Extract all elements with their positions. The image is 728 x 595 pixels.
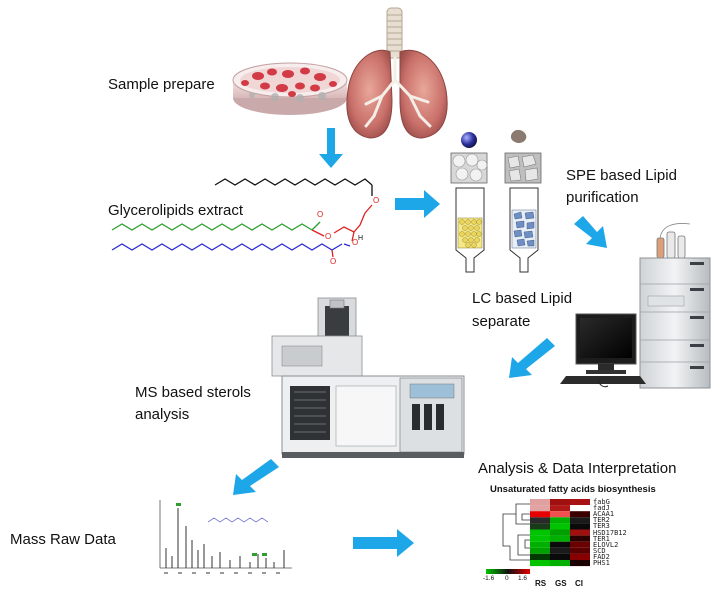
glycerolipid-structure: O O O O H O	[111, 178, 379, 266]
heatmap-cell	[570, 560, 590, 567]
label-lc-line1: LC based Lipid	[472, 290, 573, 307]
label-ms-line1: MS based sterols	[135, 384, 251, 401]
svg-text:O: O	[325, 232, 331, 241]
heatmap-cell	[550, 511, 570, 518]
scale-max-label: 1.6	[518, 575, 528, 582]
heatmap-gene-label: ACAA1	[593, 510, 615, 519]
heatmap-cell	[550, 529, 570, 536]
heatmap-cell	[570, 499, 590, 506]
heatmap-cell	[570, 505, 590, 512]
heatmap-cell	[550, 505, 570, 512]
heatmap-cell	[550, 499, 570, 506]
heatmap-cell	[550, 553, 570, 560]
svg-text:H: H	[358, 235, 363, 242]
ms-instrument-icon	[271, 297, 465, 458]
lungs-icon	[346, 7, 448, 139]
heatmap-cell	[550, 517, 570, 524]
heatmap-cell	[530, 541, 550, 548]
svg-text:O: O	[373, 196, 379, 205]
heatmap-cell	[570, 529, 590, 536]
heatmap-title: Unsaturated fatty acids biosynthesis	[490, 484, 656, 495]
heatmap-cell	[570, 547, 590, 554]
scale-min-label: -1.6	[483, 575, 495, 582]
heatmap-cell	[550, 560, 570, 567]
svg-text:O: O	[330, 257, 336, 266]
arrow-right-1	[395, 190, 440, 218]
arrow-right-2	[353, 529, 414, 557]
heatmap-cell	[550, 547, 570, 554]
heatmap-cell	[570, 553, 590, 560]
heatmap-cell	[550, 523, 570, 530]
heatmap-grid	[530, 499, 590, 567]
arrow-down-left-2	[233, 459, 279, 495]
heatmap-cell	[530, 499, 550, 506]
heatmap-cell	[550, 535, 570, 542]
heatmap-gene-label: fabG	[593, 498, 610, 506]
heatmap-gene-label: FAD2	[593, 552, 610, 561]
heatmap-cell	[530, 511, 550, 518]
heatmap-cell	[550, 541, 570, 548]
heatmap-cell	[530, 517, 550, 524]
arrow-down-right	[574, 216, 607, 248]
heatmap-cell	[530, 547, 550, 554]
heatmap-cell	[530, 553, 550, 560]
computer-icon	[560, 313, 646, 388]
heatmap-column-rs: RS	[535, 579, 547, 588]
heatmap-gene-label: SCD	[593, 546, 606, 555]
label-spe-line2: purification	[566, 189, 639, 206]
label-ms-line2: analysis	[135, 406, 190, 423]
label-spe-line1: SPE based Lipid	[566, 167, 677, 184]
svg-text:O: O	[352, 238, 358, 247]
heatmap-dendrogram	[502, 503, 530, 561]
heatmap-gene-label: HSD17B12	[593, 528, 627, 537]
heatmap-gene-label: TER1	[593, 534, 610, 543]
heatmap-gene-label: fadJ	[593, 504, 610, 513]
heatmap-gene-label: ELOVL2	[593, 540, 619, 549]
arrow-down-1	[319, 128, 343, 168]
heatmap-cell	[570, 535, 590, 542]
heatmap-cell	[570, 517, 590, 524]
heatmap-cell	[530, 560, 550, 567]
arrow-down-left-1	[509, 338, 555, 378]
svg-text:O: O	[317, 210, 323, 219]
heatmap-cell	[530, 535, 550, 542]
label-mass-raw-data: Mass Raw Data	[10, 531, 116, 548]
spe-cartridge-icon	[450, 129, 542, 273]
label-analysis-interpretation: Analysis & Data Interpretation	[478, 460, 677, 477]
heatmap-column-ci: CI	[575, 579, 583, 588]
heatmap-cell	[530, 505, 550, 512]
heatmap-gene-label: PHS1	[593, 559, 610, 567]
petri-dish-icon	[232, 62, 348, 115]
heatmap-gene-label: TER2	[593, 516, 610, 525]
label-glycerolipids-extract: Glycerolipids extract	[108, 202, 244, 219]
heatmap-cell	[530, 529, 550, 536]
heatmap-cell	[530, 523, 550, 530]
mass-spectrum-plot	[159, 500, 292, 574]
heatmap-cell	[570, 541, 590, 548]
label-lc-line2: separate	[472, 313, 531, 330]
heatmap-column-gs: GS	[555, 579, 567, 588]
heatmap-color-scale	[486, 569, 530, 574]
scale-mid-label: 0	[505, 575, 509, 582]
lc-instrument-icon	[639, 223, 711, 389]
heatmap-cell	[570, 523, 590, 530]
heatmap-gene-label: TER3	[593, 522, 610, 531]
label-sample-prepare: Sample prepare	[108, 76, 215, 93]
heatmap-cell	[570, 511, 590, 518]
